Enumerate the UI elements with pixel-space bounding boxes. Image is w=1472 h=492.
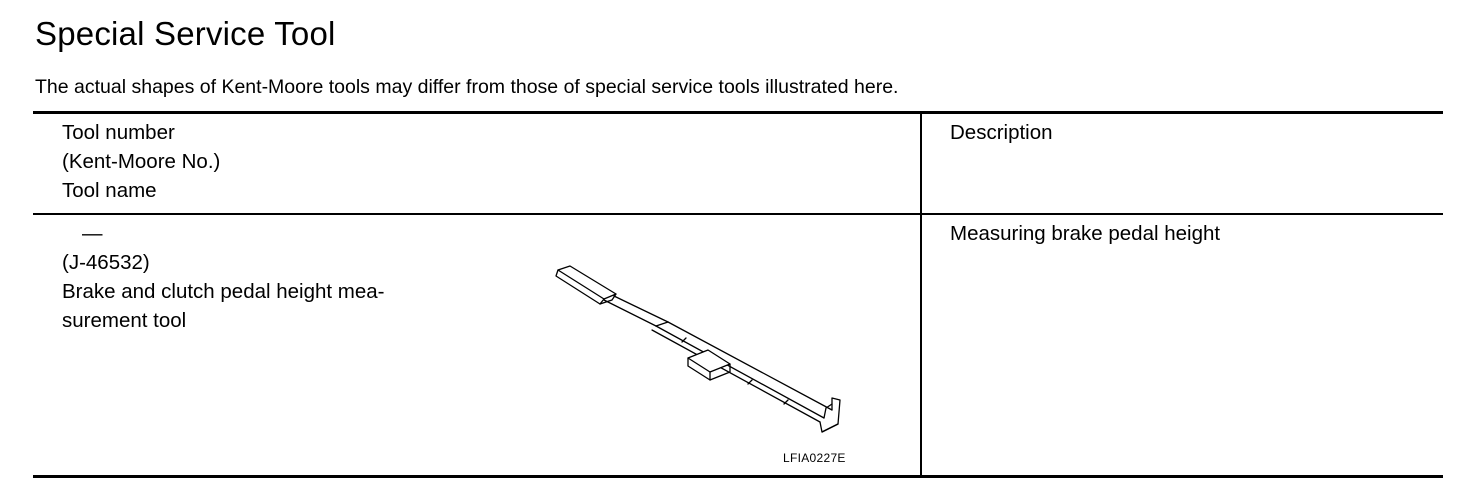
header-kent-moore-no: (Kent-Moore No.): [62, 150, 221, 173]
table-bottom-rule: [33, 475, 1443, 478]
page-note: The actual shapes of Kent-Moore tools ma…: [35, 76, 899, 98]
table-row-tool: — (J-46532) Brake and clutch pedal heigh…: [62, 219, 385, 335]
pedal-height-tool-illustration: [555, 265, 841, 433]
tool-number: —: [82, 222, 103, 245]
tool-name-line-2: surement tool: [62, 309, 187, 332]
table-top-rule: [33, 111, 1443, 114]
table-header-rule: [33, 213, 1443, 215]
tool-description: Measuring brake pedal height: [950, 222, 1221, 245]
page-title: Special Service Tool: [35, 15, 336, 52]
table-header-description: Description: [950, 121, 1053, 144]
header-tool-name: Tool name: [62, 179, 157, 202]
tool-name-line-1: Brake and clutch pedal height mea-: [62, 280, 385, 303]
figure-code: LFIA0227E: [783, 451, 846, 465]
kent-moore-number: (J-46532): [62, 251, 150, 274]
header-tool-number: Tool number: [62, 121, 175, 144]
table-header-tool: Tool number (Kent-Moore No.) Tool name: [62, 118, 220, 205]
table-column-divider: [920, 113, 922, 476]
